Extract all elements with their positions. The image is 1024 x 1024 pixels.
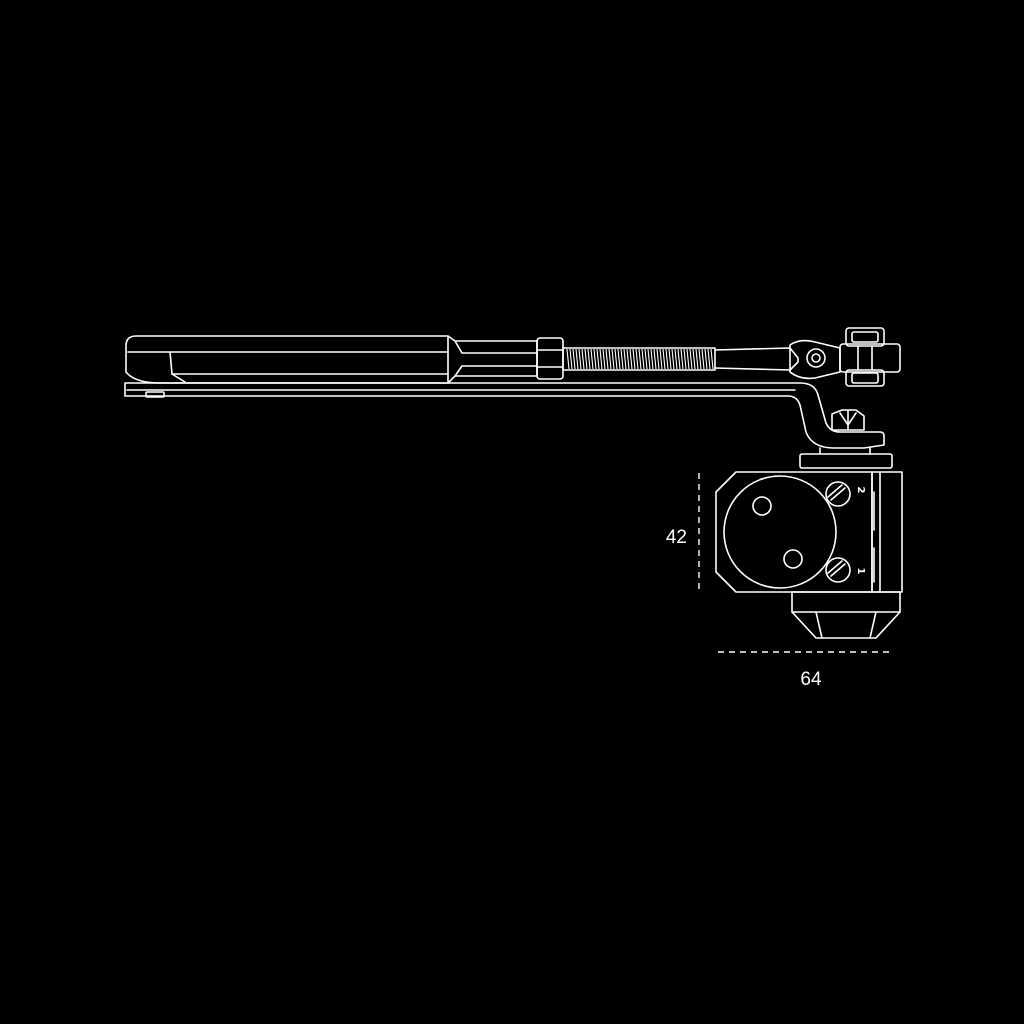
thread-line (620, 348, 624, 370)
thread-line (707, 348, 711, 370)
thread-line (629, 348, 633, 370)
thread-line (590, 348, 594, 370)
thread-line (584, 348, 588, 370)
thread-line (662, 348, 666, 370)
thread-line (596, 348, 600, 370)
thread-line (677, 348, 681, 370)
thread-line (695, 348, 699, 370)
thread-line (617, 348, 621, 370)
hex-nut (536, 337, 564, 380)
thread-line (650, 348, 654, 370)
thread-line (605, 348, 609, 370)
threaded-rod (562, 347, 716, 371)
thread-line (701, 348, 705, 370)
thread-line (593, 348, 597, 370)
thread-line (692, 348, 696, 370)
spindle-collar (799, 447, 893, 469)
valve-mark-2: 2 (855, 487, 866, 494)
thread-line (674, 348, 678, 370)
thread-line (680, 348, 684, 370)
thread-line (671, 348, 675, 370)
clevis-shoe (789, 327, 901, 387)
thread-line (665, 348, 669, 370)
valve-screw-1 (825, 557, 851, 583)
valve-screw-2 (825, 481, 851, 507)
valve-mark-1: 1 (855, 568, 866, 575)
thread-line (644, 348, 648, 370)
thread-line (710, 348, 714, 370)
thread-line (599, 348, 603, 370)
thread-line (689, 348, 693, 370)
thread-line (569, 348, 573, 370)
thread-line (641, 348, 645, 370)
width-dimension-label: 64 (800, 669, 822, 690)
thread-line (686, 348, 690, 370)
thread-line (635, 348, 639, 370)
thread-line (704, 348, 708, 370)
thread-line (602, 348, 606, 370)
thread-line (575, 348, 579, 370)
thread-line (611, 348, 615, 370)
thread-line (626, 348, 630, 370)
thread-line (614, 348, 618, 370)
thread-line (572, 348, 576, 370)
thread-line (698, 348, 702, 370)
pivot-nut (831, 409, 865, 431)
thread-line (659, 348, 663, 370)
thread-line (581, 348, 585, 370)
thread-line (668, 348, 672, 370)
thread-line (632, 348, 636, 370)
thread-line (653, 348, 657, 370)
end-cap (791, 591, 901, 639)
height-dimension-label: 42 (666, 527, 687, 548)
thread-line (608, 348, 612, 370)
thread-line (656, 348, 660, 370)
thread-line (587, 348, 591, 370)
thread-line (623, 348, 627, 370)
main-arm (124, 382, 885, 449)
connecting-rod (714, 347, 799, 371)
closer-body (715, 471, 903, 593)
adjustable-arm (125, 335, 538, 384)
thread-line (647, 348, 651, 370)
thread-line (578, 348, 582, 370)
thread-line (683, 348, 687, 370)
thread-line (638, 348, 642, 370)
thread-line (566, 348, 570, 370)
